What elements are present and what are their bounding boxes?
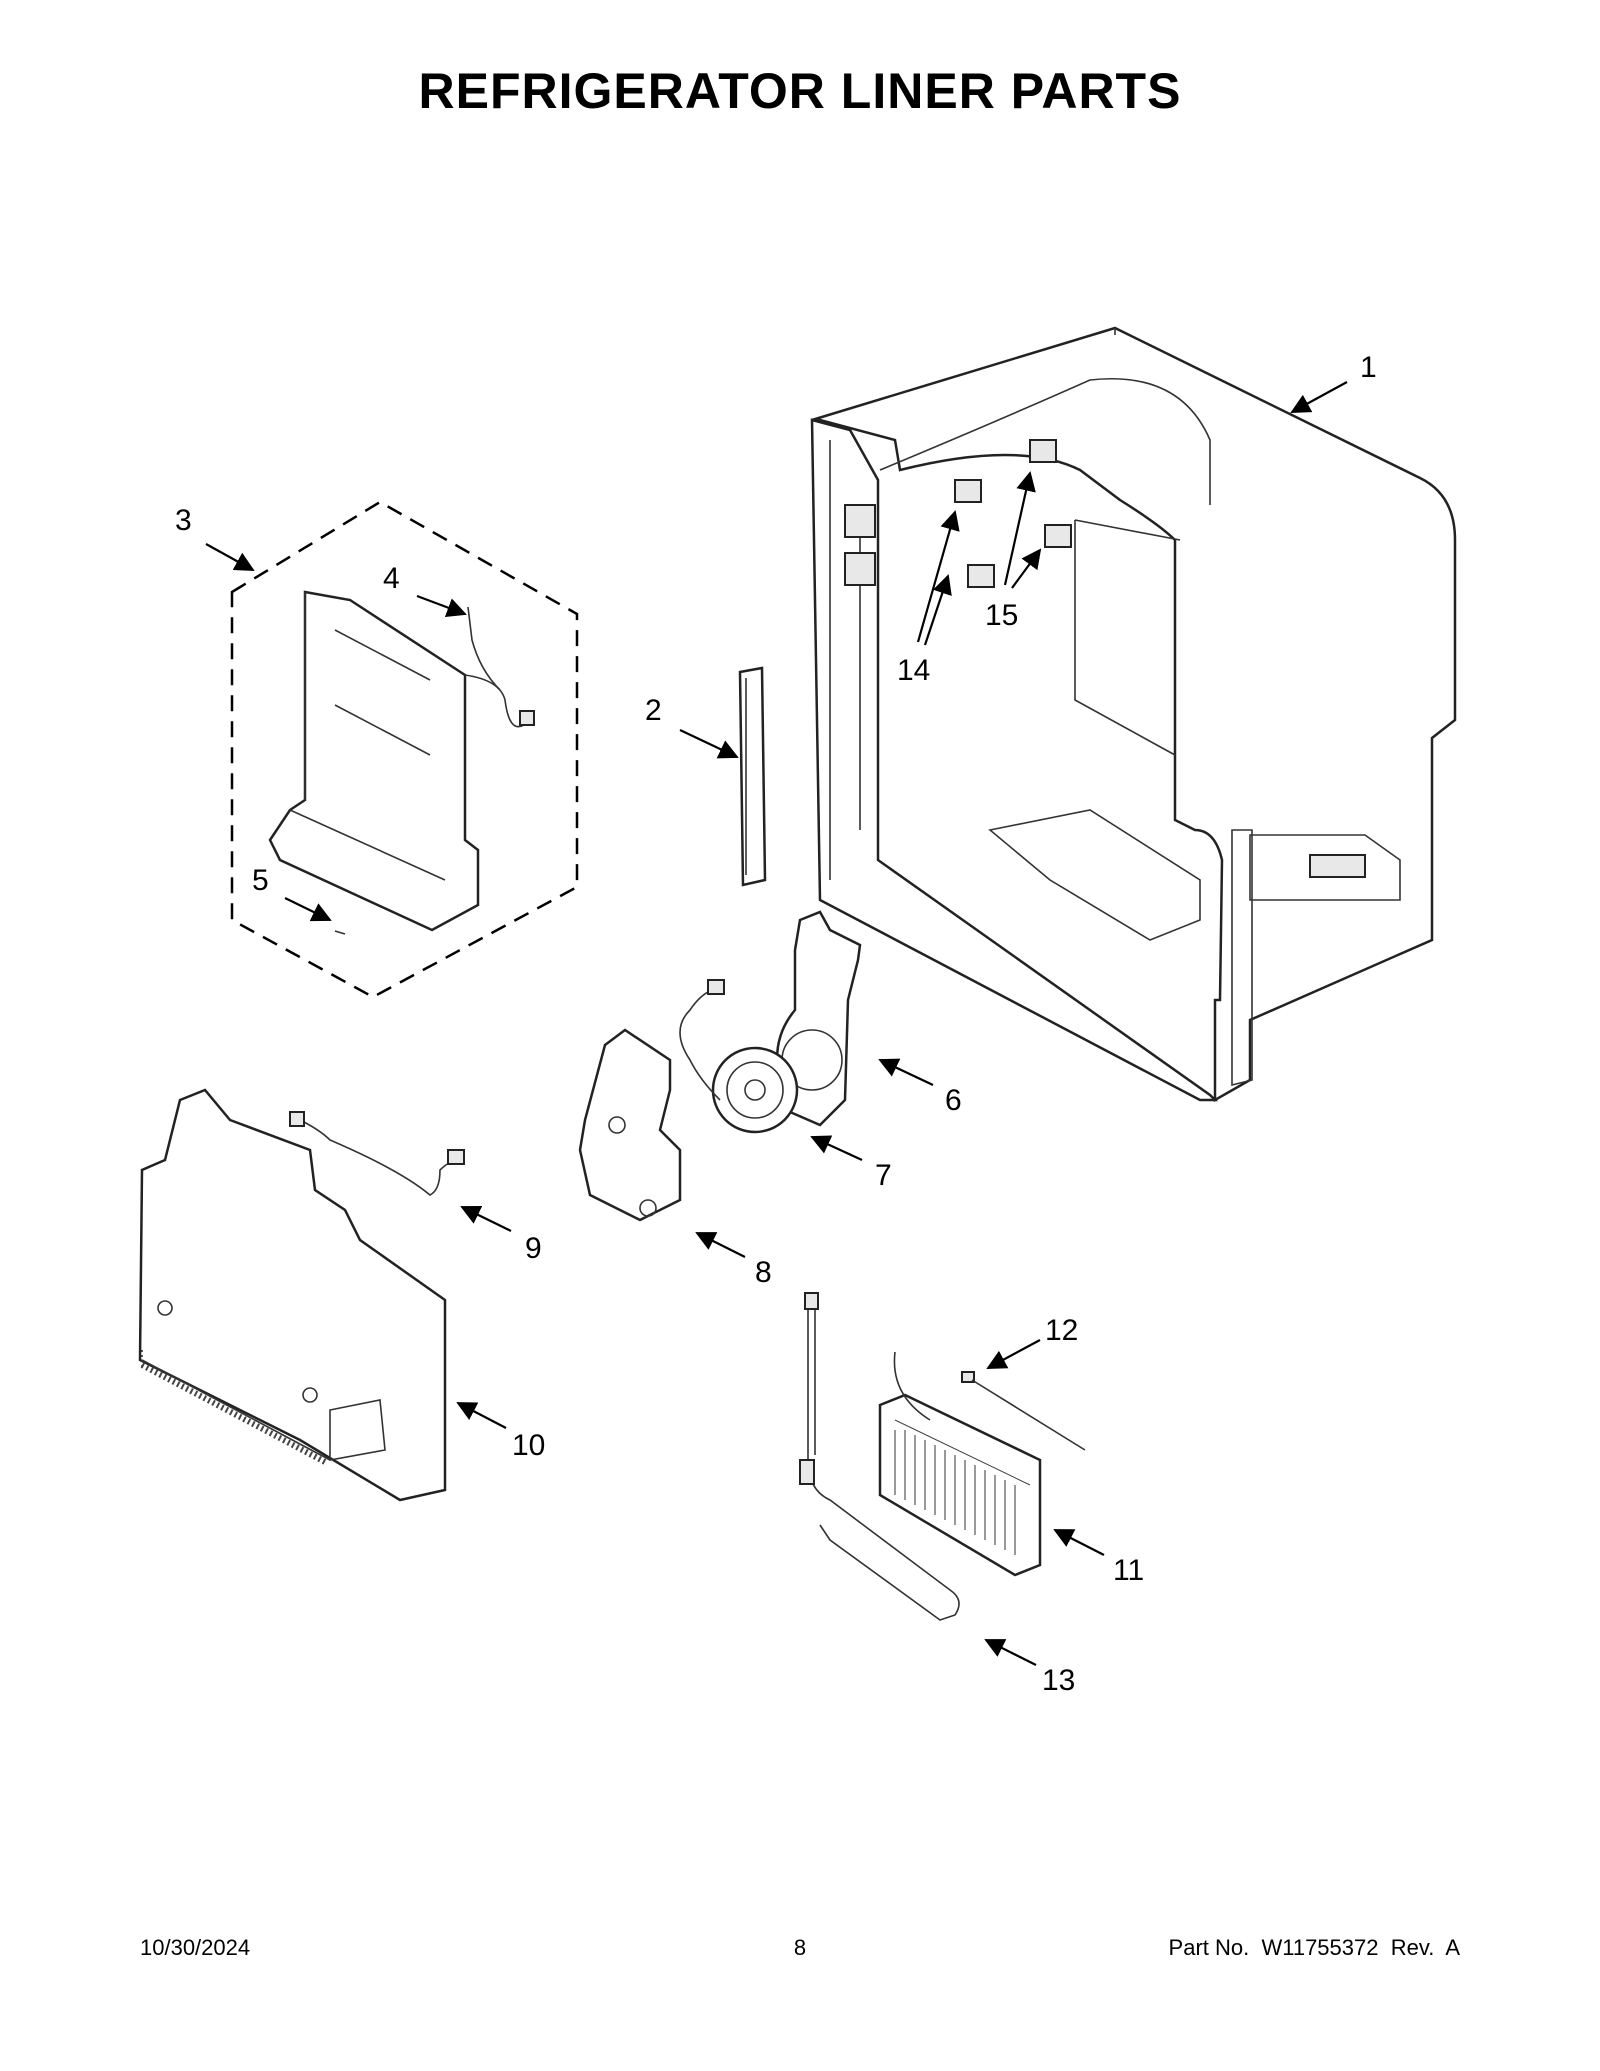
callout-2: 2: [645, 694, 662, 727]
arrow-14a: [916, 510, 960, 643]
arrow-5: [284, 897, 332, 922]
arrow-3: [205, 543, 255, 571]
arrow-15a: [1003, 471, 1036, 586]
strip-part-2[interactable]: [738, 666, 767, 887]
arrow-11: [1053, 1529, 1105, 1556]
liner-part-1[interactable]: [810, 326, 1457, 1103]
callout-7: 7: [875, 1159, 892, 1192]
arrow-8: [695, 1232, 746, 1258]
callout-11: 11: [1113, 1554, 1144, 1587]
callout-3: 3: [175, 504, 192, 537]
arrow-9: [460, 1205, 512, 1232]
page-title: REFRIGERATOR LINER PARTS: [418, 63, 1182, 119]
callout-1: 1: [1360, 351, 1377, 384]
arrow-12: [986, 1339, 1041, 1369]
fan-housing-part-8[interactable]: [578, 1028, 682, 1222]
callout-15: 15: [985, 599, 1018, 632]
wire-harness-part-9[interactable]: [289, 1111, 465, 1196]
rear-cover-part-10[interactable]: [138, 1088, 447, 1502]
arrow-14b: [923, 574, 952, 646]
callout-12: 12: [1045, 1314, 1078, 1347]
arrow-13: [984, 1639, 1037, 1666]
footer-part-number: Part No. W11755372 Rev. A: [1168, 1935, 1460, 1960]
callout-8: 8: [755, 1256, 772, 1289]
arrow-6: [878, 1058, 934, 1086]
callout-13: 13: [1042, 1664, 1075, 1697]
footer-page-number: 8: [793, 1935, 807, 1960]
arrow-4: [416, 594, 467, 618]
arrow-15b: [1011, 548, 1042, 589]
defrost-heater-part-13[interactable]: [799, 1292, 960, 1621]
callout-14: 14: [897, 654, 930, 687]
footer-date: 10/30/2024: [140, 1935, 251, 1960]
callout-10: 10: [512, 1429, 545, 1462]
callout-5: 5: [252, 864, 269, 897]
sensor-part-12[interactable]: [961, 1371, 1086, 1451]
fan-motor-part-7[interactable]: [679, 979, 799, 1134]
callout-6: 6: [945, 1084, 962, 1117]
cover-assembly-part-3[interactable]: [230, 500, 579, 999]
arrow-10: [456, 1402, 507, 1429]
arrow-2: [679, 729, 739, 759]
callout-4: 4: [383, 562, 400, 595]
arrow-1: [1290, 381, 1348, 413]
evaporator-part-11[interactable]: [878, 1351, 1042, 1577]
arrow-7: [810, 1135, 863, 1161]
callout-9: 9: [525, 1232, 542, 1265]
